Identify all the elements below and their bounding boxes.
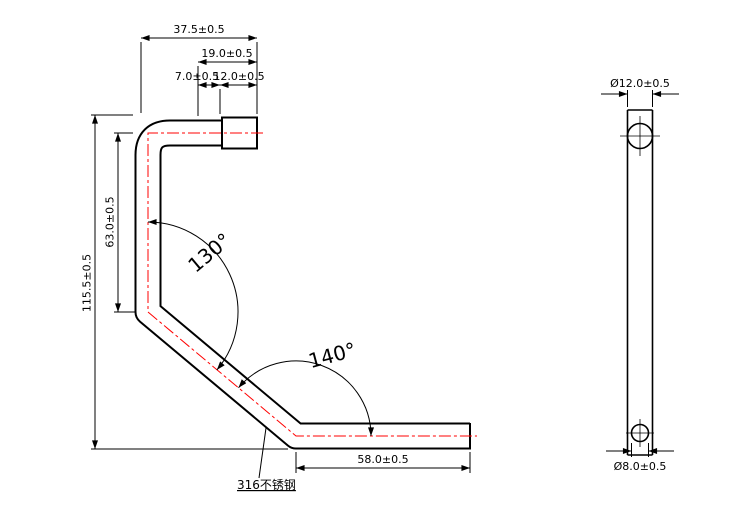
tube-outline-outer [134, 119, 470, 450]
dim-label-socket-length: 19.0±0.5 [201, 47, 252, 60]
dim-label-socket-step1: 7.0±0.5 [175, 70, 219, 83]
dim-label-height-upper: 63.0±0.5 [104, 196, 117, 247]
material-leader-line [258, 427, 267, 479]
dim-label-top-width: 37.5±0.5 [173, 23, 224, 36]
angle-label-140: 140° [306, 337, 359, 373]
left-view-dimensions [91, 35, 471, 479]
angle-arc-130 [147, 219, 239, 371]
dim-label-bottom-length: 58.0±0.5 [357, 453, 408, 466]
dim-label-height-total: 115.5±0.5 [81, 254, 94, 312]
angle-arc-140 [238, 360, 374, 437]
tube-outline-inner [136, 121, 470, 448]
right-view-dimensions [601, 90, 679, 457]
dim-label-socket-step2: 12.0±0.5 [213, 70, 264, 83]
material-label: 316不锈钢 [237, 478, 296, 492]
bent-tube-part [134, 116, 477, 450]
right-view-labels: Ø12.0±0.5 Ø8.0±0.5 [610, 77, 670, 473]
dim-label-inner-diameter: Ø8.0±0.5 [614, 460, 667, 473]
dim-label-outer-diameter: Ø12.0±0.5 [610, 77, 670, 90]
left-view-labels: 37.5±0.5 19.0±0.5 7.0±0.5 12.0±0.5 115.5… [81, 23, 409, 492]
tube-side-view [620, 109, 660, 456]
tube-centerline [147, 132, 477, 437]
